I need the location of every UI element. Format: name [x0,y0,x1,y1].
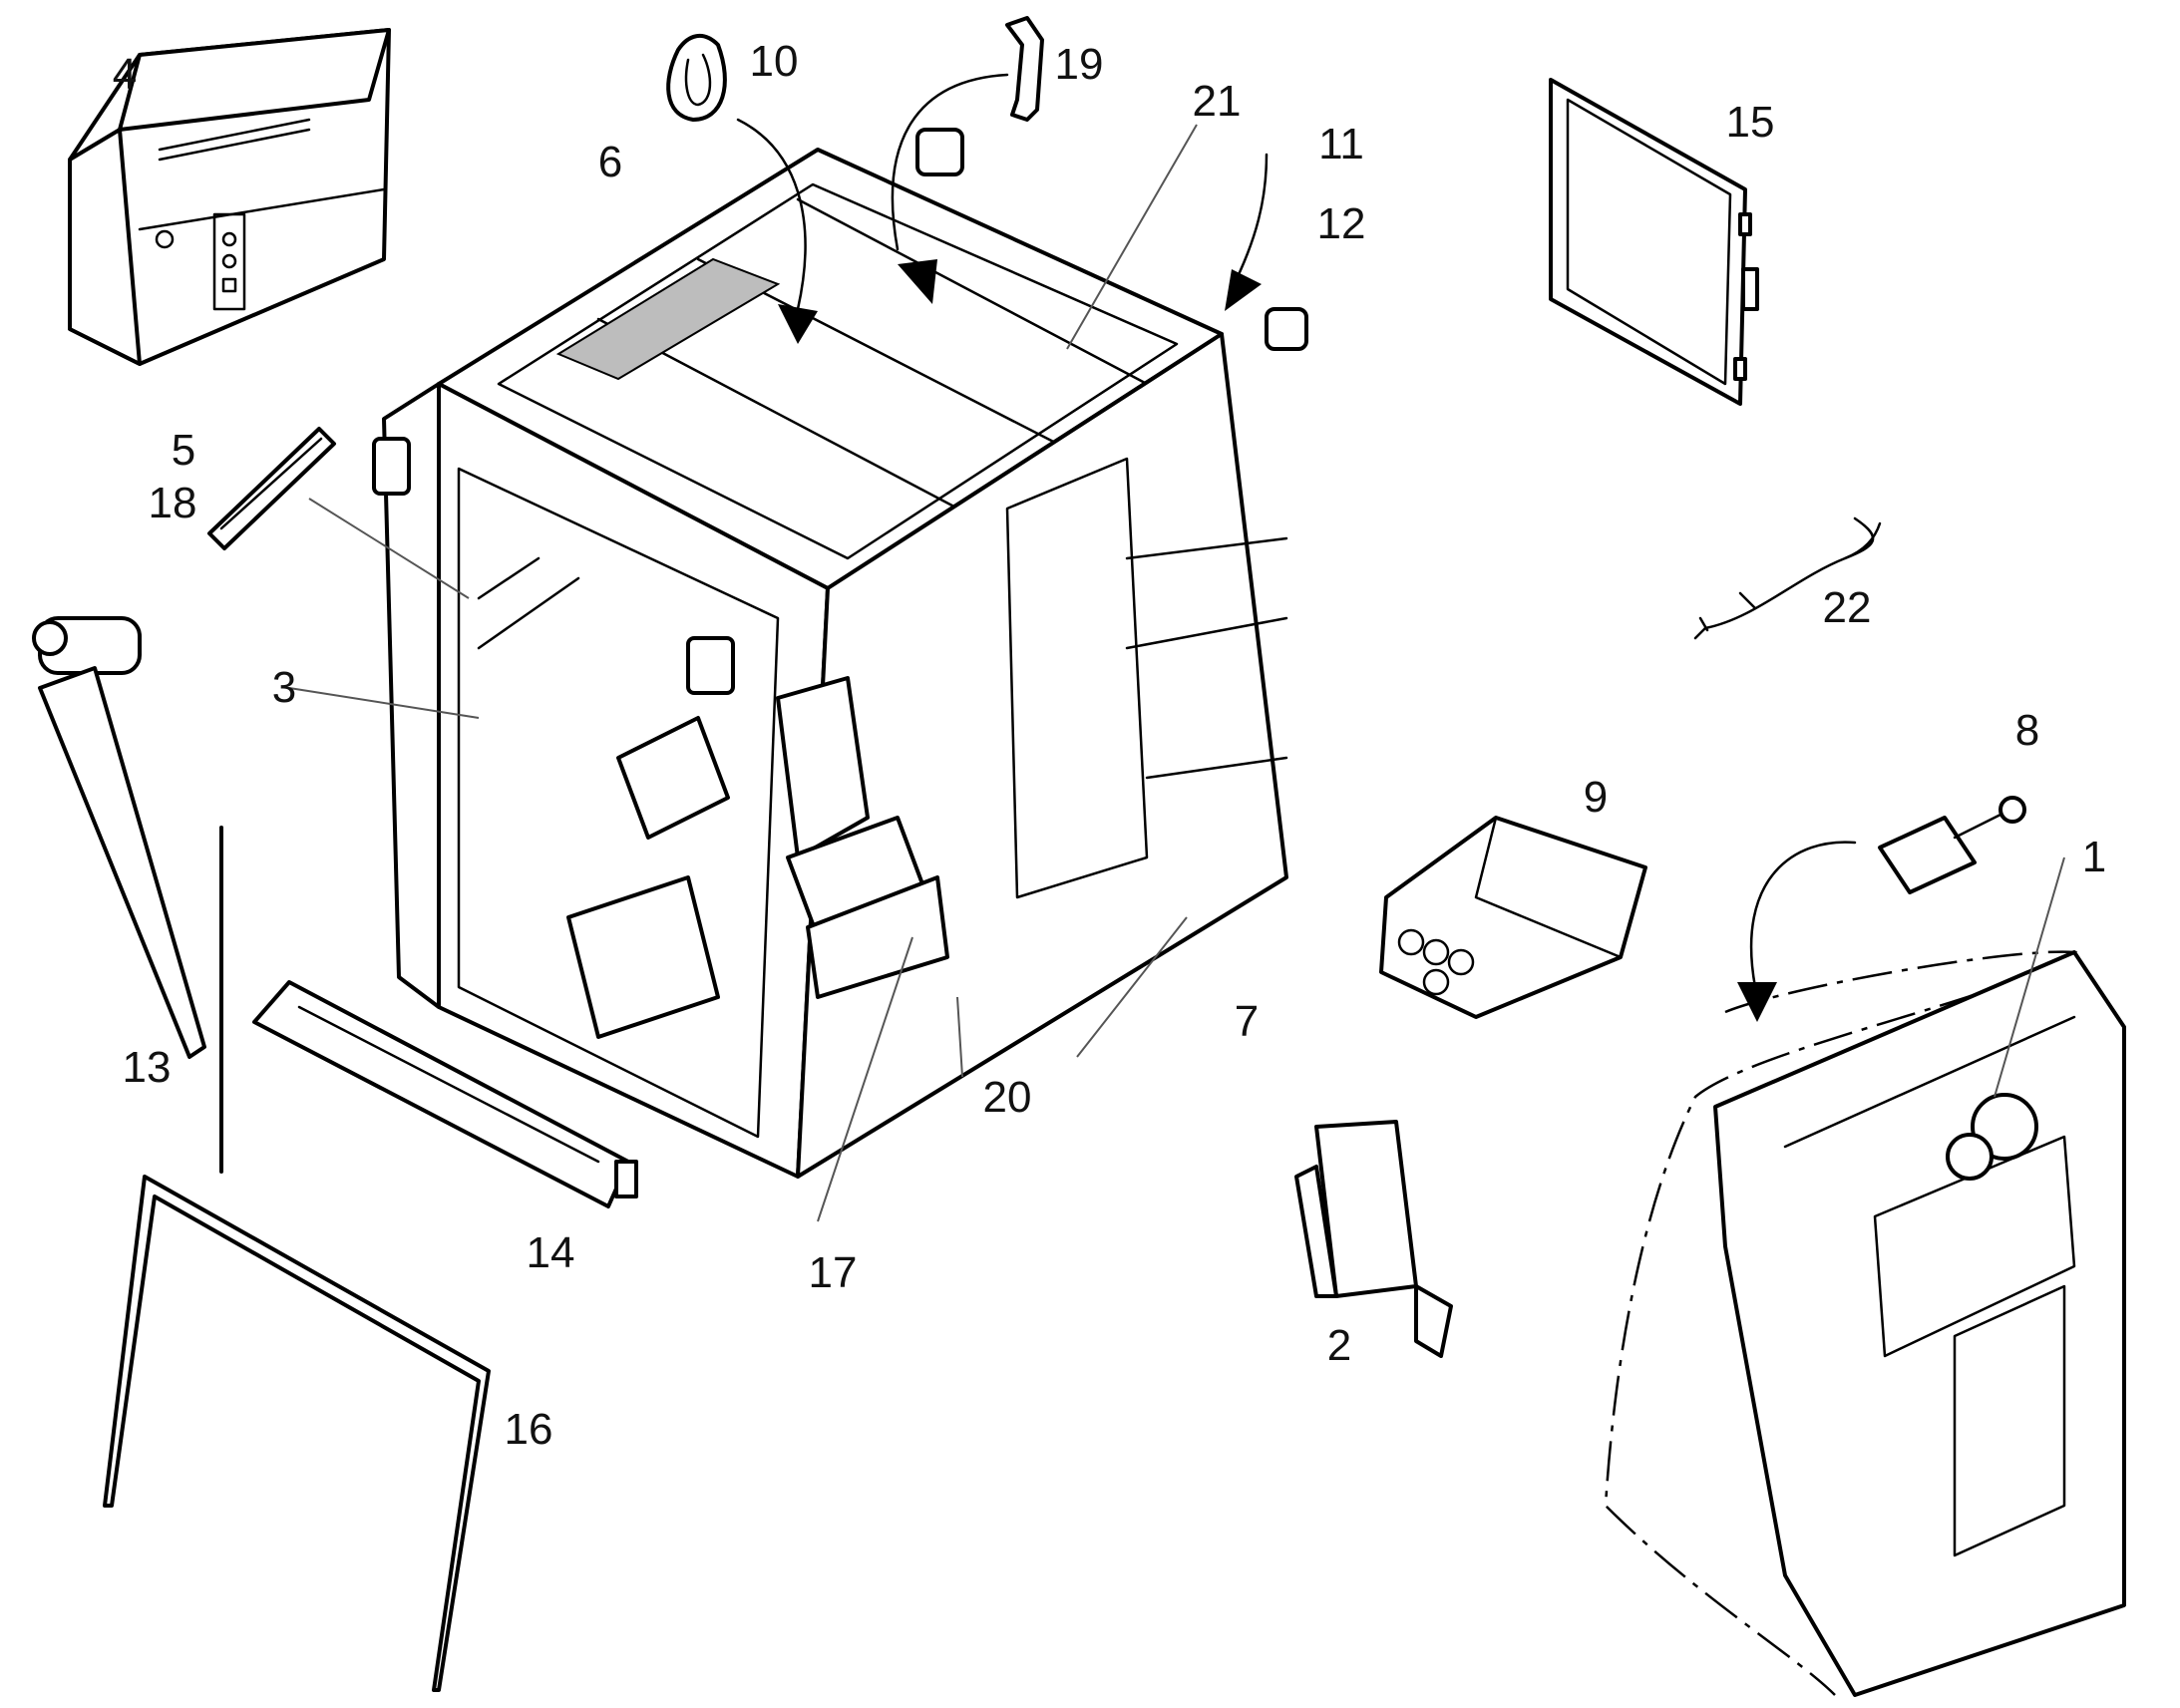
callout-13: 13 [122,1043,172,1092]
callout-1: 1 [2081,833,2107,881]
callout-12: 12 [1316,199,1366,248]
part-1-rear-panel-drawing [1604,950,2126,1697]
part-16-seal-frame-drawing [103,1175,491,1692]
callout-19: 19 [1054,40,1104,89]
callout-9: 9 [1583,773,1609,822]
callout-21: 21 [1192,77,1242,126]
callout-11: 11 [1318,120,1364,169]
part-5-light-bar-drawing [207,427,336,550]
callout-14: 14 [526,1228,575,1277]
part-8-vent-drawing [1878,796,2026,894]
part-10-handle-drawing [666,34,727,122]
part-14-trim-strip-drawing [252,980,638,1208]
callout-17: 17 [808,1248,858,1297]
part-13-wiper-arm-drawing [32,616,223,1174]
callout-7: 7 [1234,997,1260,1046]
callout-18: 18 [148,479,197,527]
part-15-window-frame-drawing [1549,78,1759,406]
callout-20: 20 [982,1073,1032,1122]
part-9-hvac-unit-drawing [1379,816,1647,1019]
part-19-grab-handle-drawing [1005,16,1044,122]
callout-16: 16 [504,1405,553,1454]
leader-lines [288,124,2065,1222]
callout-8: 8 [2014,706,2040,755]
callout-3: 3 [271,663,297,712]
callout-22: 22 [1822,583,1872,632]
cab-structure-drawing [372,128,1308,1179]
callout-15: 15 [1725,98,1775,147]
callout-6: 6 [597,138,623,186]
part-22-wiring-harness-drawing [1693,516,1882,640]
callout-4: 4 [112,50,138,99]
callout-10: 10 [749,37,799,86]
callout-2: 2 [1326,1321,1352,1370]
callout-5: 5 [171,426,196,475]
part-2-cushion-drawing [1294,1120,1453,1358]
assembly-arrows [736,73,1857,1022]
part-4-control-box-drawing [68,28,391,366]
